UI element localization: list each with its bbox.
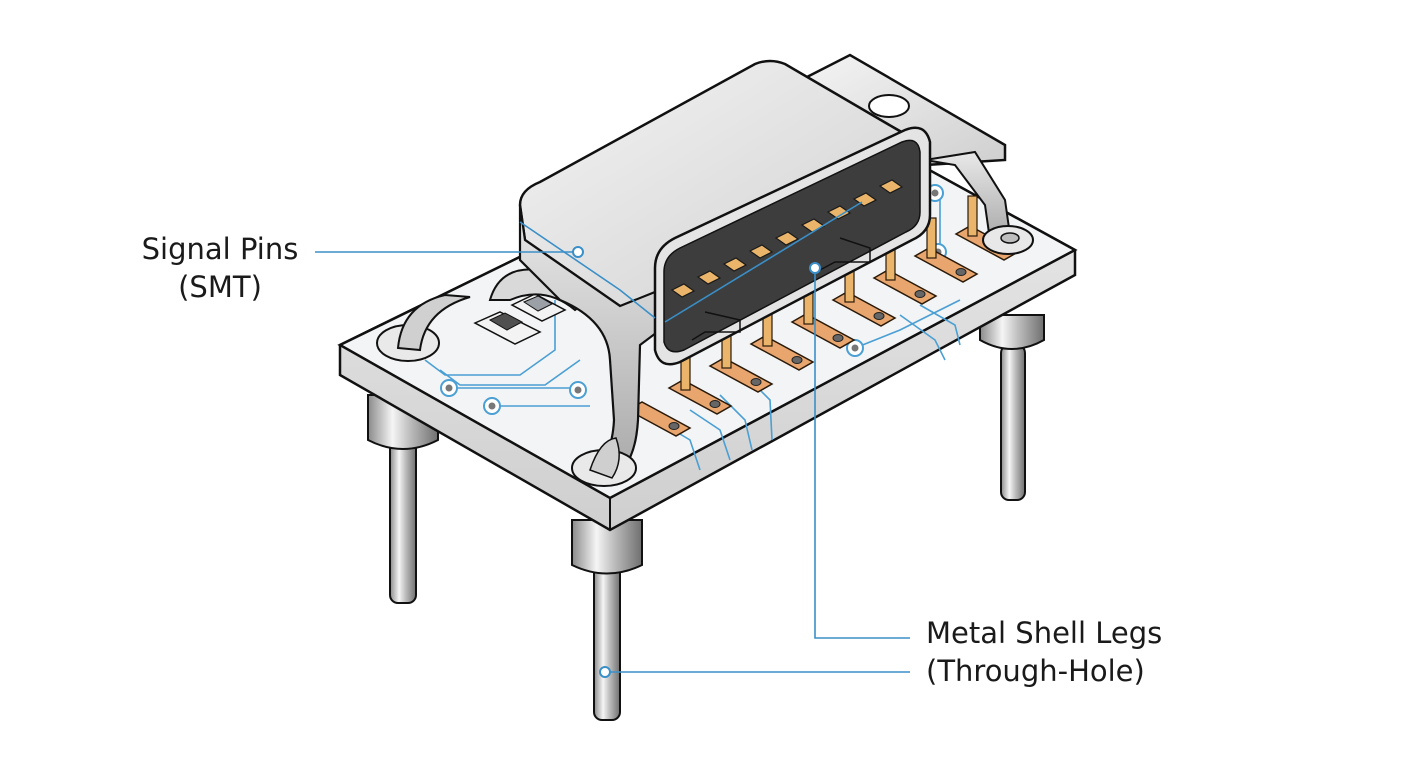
contact [826,205,852,220]
board-posts [367,314,1045,721]
pad-hole [955,268,967,276]
internal-contacts [670,179,904,298]
signal-pins [626,195,1020,437]
contact [670,283,696,298]
pad-hole [668,422,680,430]
pad-hole [832,334,844,342]
contact [696,270,722,285]
pin-leg [967,195,978,237]
leader-dots [572,246,821,678]
signal-pin [831,261,897,327]
callout-metal-shell-legs-line1: Metal Shell Legs [926,616,1163,650]
metal-shell [518,53,1034,487]
callout-metal-shell-legs: Metal Shell Legs (Through-Hole) [926,614,1162,690]
pad-hole [709,400,721,408]
contact [748,244,774,259]
leader-lines [315,201,910,673]
post-front-center [571,519,643,721]
signal-pin [872,239,938,305]
contact [774,231,800,246]
callout-signal-pins: Signal Pins (SMT) [120,230,320,306]
leader-shell-contact-row [664,201,863,323]
pad-hole [873,312,885,320]
contact [722,257,748,272]
flange-mount-hole [868,94,910,118]
callout-metal-shell-legs-line2: (Through-Hole) [926,654,1145,688]
smd-components [473,293,567,345]
leader-metal-shell [814,268,910,639]
signal-pin [913,217,979,283]
leader-signal-pins-highlight [519,221,656,319]
callout-signal-pins-line2: (SMT) [178,270,262,304]
pad-hole [750,378,762,386]
callout-signal-pins-line1: Signal Pins [141,232,299,266]
pin-leg [926,217,937,259]
contact [878,179,904,194]
post-back-right [979,314,1045,501]
pad-hole [914,290,926,298]
pad-hole [791,356,803,364]
